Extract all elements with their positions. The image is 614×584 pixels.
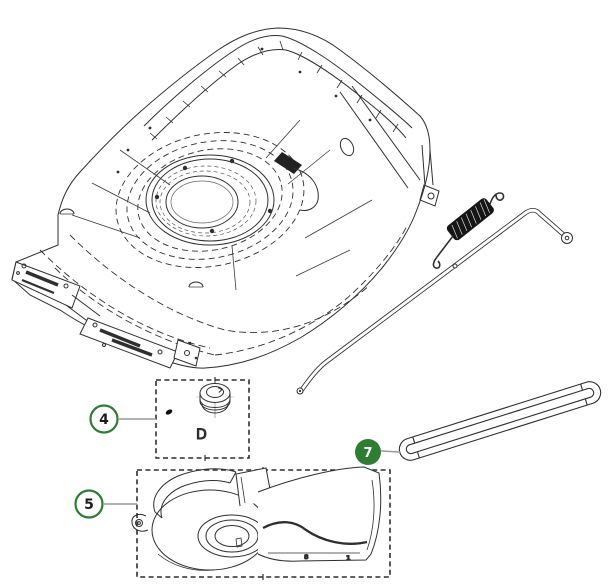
rear-frame (339, 85, 440, 207)
mower-deck-drawing (11, 27, 440, 369)
callout-7-label: 7 (363, 446, 372, 461)
deck-outline (11, 27, 431, 369)
callout-5[interactable]: 5 (74, 489, 138, 519)
belt-cover-drawing (131, 466, 382, 571)
callout-5-label: 5 (84, 497, 94, 513)
callout-7-circle[interactable] (355, 439, 381, 465)
cover-mark-8: 8 (304, 553, 309, 561)
deck-brackets (11, 261, 201, 369)
brake-rod-drawing (296, 207, 573, 395)
callout-4-label: 4 (99, 412, 109, 428)
part-4-detail-box: D (155, 377, 250, 461)
callout-4-circle[interactable] (89, 404, 119, 434)
callout-4[interactable]: 4 (89, 404, 157, 434)
callout-7-leader-line (380, 450, 401, 453)
grommet-drawing (196, 381, 234, 418)
cover-mark-1: 1 (346, 554, 351, 562)
drive-belt-drawing (398, 381, 602, 461)
callout-5-circle[interactable] (74, 489, 104, 519)
callout-7[interactable]: 7 (355, 439, 401, 465)
screw-drawing (165, 409, 173, 415)
part-5-detail-box: 8 1 (131, 466, 391, 580)
tension-spring-drawing (432, 192, 505, 269)
view-label-d: D (196, 427, 207, 443)
